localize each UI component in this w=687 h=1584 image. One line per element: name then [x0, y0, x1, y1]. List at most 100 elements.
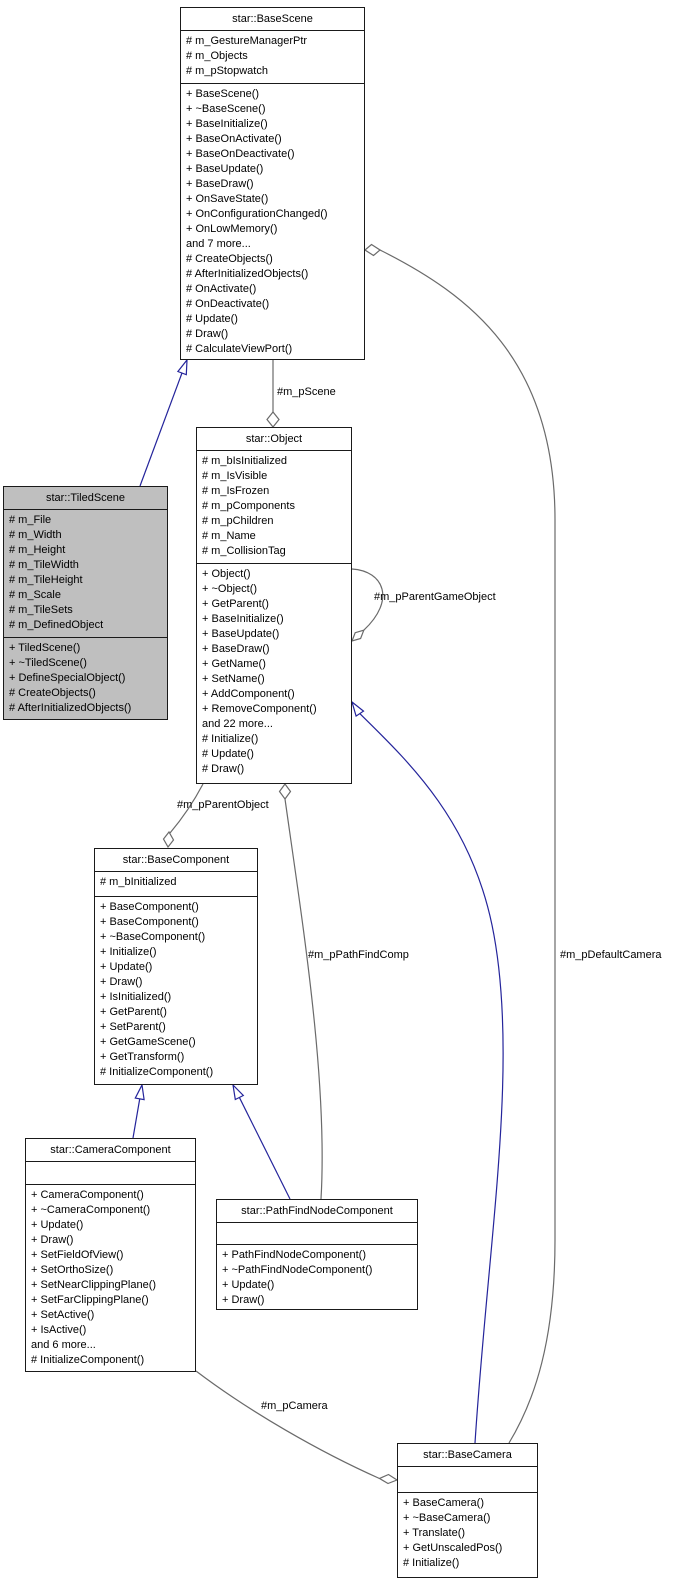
- class-attributes: # m_File# m_Width# m_Height# m_TileWidth…: [4, 510, 167, 638]
- member-text: + ~BaseScene(): [186, 103, 266, 115]
- member-text: # Draw(): [186, 328, 229, 340]
- member-text: + ~TiledScene(): [9, 657, 87, 669]
- member-text: + Draw(): [31, 1234, 74, 1246]
- member-text: + SetParent(): [100, 1021, 166, 1033]
- class-box-camera-component[interactable]: star::CameraComponent + CameraComponent(…: [25, 1138, 196, 1372]
- edge-m-pparentobject: [162, 783, 204, 849]
- member-text: + BaseDraw(): [202, 643, 270, 655]
- edge-label-m-pdefaultcamera: #m_pDefaultCamera: [560, 949, 662, 961]
- edge-inherit-tiledscene-basescene: [139, 358, 188, 487]
- member-text: # Update(): [202, 748, 254, 760]
- member-text: # m_Height: [9, 544, 66, 556]
- member-text: + GetGameScene(): [100, 1036, 196, 1048]
- member-text: + BaseOnDeactivate(): [186, 148, 295, 160]
- member-text: # m_pComponents: [202, 500, 295, 512]
- member-text: + IsInitialized(): [100, 991, 172, 1003]
- member-text: + SetFarClippingPlane(): [31, 1294, 149, 1306]
- member-text: # m_CollisionTag: [202, 545, 286, 557]
- class-methods: + PathFindNodeComponent() + ~PathFindNode…: [217, 1245, 417, 1309]
- class-box-base-scene[interactable]: star::BaseScene # m_GestureManagerPtr# m…: [180, 7, 365, 360]
- class-attributes: [26, 1162, 195, 1185]
- edge-m-pcamera: [195, 1370, 399, 1485]
- class-box-object[interactable]: star::Object # m_bIsInitialized# m_IsVis…: [196, 427, 352, 784]
- member-text: and 22 more...: [202, 718, 273, 730]
- member-text: # m_TileSets: [9, 604, 73, 616]
- class-title: star::Object: [197, 428, 351, 451]
- member-text: + Update(): [222, 1279, 275, 1291]
- member-text: # Initialize(): [202, 733, 259, 745]
- member-text: + SetOrthoSize(): [31, 1264, 114, 1276]
- edge-inherit-cameracomponent-basecomponent: [132, 1083, 145, 1139]
- class-box-tiled-scene-current[interactable]: star::TiledScene # m_File# m_Width# m_He…: [3, 486, 168, 720]
- member-text: + BaseComponent(): [100, 901, 199, 913]
- class-attributes: # m_bIsInitialized # m_IsVisible # m_IsFro…: [197, 451, 351, 564]
- member-text: + GetName(): [202, 658, 266, 670]
- member-text: # m_File: [9, 514, 52, 526]
- member-text: # Draw(): [202, 763, 245, 775]
- member-text: + AddComponent(): [202, 688, 295, 700]
- member-text: + ~CameraComponent(): [31, 1204, 151, 1216]
- class-title: star::BaseCamera: [398, 1444, 537, 1467]
- member-text: + Update(): [31, 1219, 84, 1231]
- member-text: + Draw(): [222, 1294, 265, 1306]
- member-text: # m_IsFrozen: [202, 485, 270, 497]
- member-text: + BaseInitialize(): [202, 613, 284, 625]
- member-text: + BaseScene(): [186, 88, 260, 100]
- member-text: + BaseInitialize(): [186, 118, 268, 130]
- class-methods: + BaseComponent() + BaseComponent() + ~Bas…: [95, 897, 257, 1084]
- member-text: + BaseUpdate(): [202, 628, 280, 640]
- edge-label-m-pparentobject: #m_pParentObject: [177, 799, 269, 811]
- member-text: + SetActive(): [31, 1309, 95, 1321]
- member-text: # Initialize(): [403, 1557, 460, 1569]
- class-methods: + Object()+ ~Object()+ GetParent()+ Base…: [197, 564, 351, 783]
- member-text: # m_bIsInitialized: [202, 455, 287, 467]
- member-text: # InitializeComponent(): [100, 1066, 214, 1078]
- edge-inherit-pathfindnode-basecomponent: [232, 1083, 291, 1200]
- member-text: + Object(): [202, 568, 251, 580]
- member-text: # AfterInitializedObjects(): [9, 702, 132, 714]
- member-text: # CreateObjects(): [9, 687, 96, 699]
- member-text: + OnLowMemory(): [186, 223, 278, 235]
- member-text: + BaseComponent(): [100, 916, 199, 928]
- member-text: # m_GestureManagerPtr: [186, 35, 308, 47]
- class-methods: + TiledScene()+ ~TiledScene()+ DefineSpe…: [4, 638, 167, 719]
- class-methods: + CameraComponent()+ ~CameraComponent()+…: [26, 1185, 195, 1371]
- class-box-base-camera[interactable]: star::BaseCamera + BaseCamera()+ ~BaseCa…: [397, 1443, 538, 1578]
- class-methods: + BaseCamera()+ ~BaseCamera()+ Translate…: [398, 1493, 537, 1577]
- member-text: # CalculateViewPort(): [186, 343, 293, 355]
- member-text: # m_Scale: [9, 589, 61, 601]
- member-text: + GetTransform(): [100, 1051, 185, 1063]
- member-text: + SetNearClippingPlane(): [31, 1279, 157, 1291]
- edge-inherit-basecamera-object: [350, 700, 504, 1444]
- member-text: + GetParent(): [100, 1006, 167, 1018]
- member-text: # m_TileHeight: [9, 574, 83, 586]
- member-text: # OnActivate(): [186, 283, 257, 295]
- class-box-base-component[interactable]: star::BaseComponent # m_bInitialized + B…: [94, 848, 258, 1085]
- member-text: + GetUnscaledPos(): [403, 1542, 503, 1554]
- member-text: + OnSaveState(): [186, 193, 269, 205]
- member-text: + RemoveComponent(): [202, 703, 317, 715]
- member-text: # m_IsVisible: [202, 470, 268, 482]
- member-text: # m_Width: [9, 529, 62, 541]
- member-text: + ~PathFindNodeComponent(): [222, 1264, 373, 1276]
- member-text: + IsActive(): [31, 1324, 87, 1336]
- member-text: + Draw(): [100, 976, 143, 988]
- class-attributes: # m_bInitialized: [95, 872, 257, 897]
- member-text: + DefineSpecialObject(): [9, 672, 126, 684]
- class-attributes: [398, 1467, 537, 1493]
- member-text: + ~BaseCamera(): [403, 1512, 491, 1524]
- member-text: + PathFindNodeComponent(): [222, 1249, 366, 1261]
- class-title: star::CameraComponent: [26, 1139, 195, 1162]
- member-text: + BaseCamera(): [403, 1497, 485, 1509]
- member-text: # m_bInitialized: [100, 876, 177, 888]
- edge-label-m-ppathfindcomp: #m_pPathFindComp: [308, 949, 409, 961]
- member-text: + SetFieldOfView(): [31, 1249, 124, 1261]
- member-text: + ~BaseComponent(): [100, 931, 206, 943]
- member-text: # OnDeactivate(): [186, 298, 270, 310]
- member-text: + ~Object(): [202, 583, 258, 595]
- class-box-path-find-node-component[interactable]: star::PathFindNodeComponent + PathFindNo…: [216, 1199, 418, 1310]
- edge-label-m-pcamera: #m_pCamera: [261, 1400, 328, 1412]
- member-text: + BaseUpdate(): [186, 163, 264, 175]
- member-text: # CreateObjects(): [186, 253, 273, 265]
